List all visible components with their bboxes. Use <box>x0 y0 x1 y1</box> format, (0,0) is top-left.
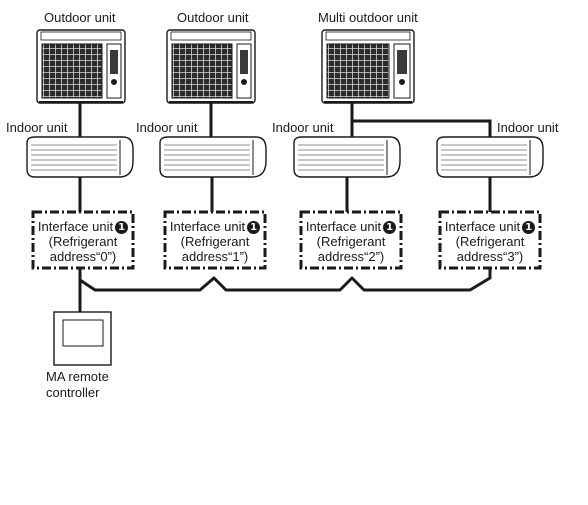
refrigerant-address: address“2”) <box>317 249 385 264</box>
outdoor-unit-2 <box>166 29 256 104</box>
indoor-unit-label-2: Indoor unit <box>136 120 198 135</box>
interface-unit-border-4 <box>438 210 542 270</box>
refrigerant-address: address“0”) <box>49 249 117 264</box>
indoor-unit-4 <box>436 136 544 178</box>
remote-controller-label-line2: controller <box>46 385 100 400</box>
interface-unit-title: Interface unit <box>37 219 114 234</box>
interface-unit-border-1 <box>31 210 135 270</box>
indoor-unit-label-3: Indoor unit <box>272 120 334 135</box>
interface-unit-title: Interface unit <box>444 219 521 234</box>
refrigerant-label: (Refrigerant <box>180 234 250 249</box>
indoor-unit-3 <box>293 136 401 178</box>
refrigerant-address: address“3”) <box>456 249 524 264</box>
number-1-icon: 1 <box>522 221 536 234</box>
indoor-unit-1 <box>26 136 134 178</box>
interface-unit-title: Interface unit <box>169 219 246 234</box>
indoor-unit-2 <box>159 136 267 178</box>
remote-controller-label: MA remote controller <box>46 369 109 401</box>
outdoor-unit-1 <box>36 29 126 104</box>
interface-unit-borders <box>31 210 542 270</box>
remote-controller-label-line1: MA remote <box>46 369 109 384</box>
multi-outdoor-unit <box>321 29 415 104</box>
number-1-icon: 1 <box>115 221 129 234</box>
refrigerant-address: address“1”) <box>181 249 249 264</box>
outdoor-unit-label-1: Outdoor unit <box>44 10 116 25</box>
refrigerant-label: (Refrigerant <box>316 234 386 249</box>
indoor-unit-label-4: Indoor unit <box>497 120 559 135</box>
interface-unit-border-3 <box>299 210 403 270</box>
refrigerant-label: (Refrigerant <box>48 234 118 249</box>
refrigerant-lines <box>78 100 492 212</box>
refrigerant-label: (Refrigerant <box>455 234 525 249</box>
indoor-unit-label-1: Indoor unit <box>6 120 68 135</box>
number-1-icon: 1 <box>247 221 261 234</box>
number-1-icon: 1 <box>383 221 397 234</box>
interface-unit-border-2 <box>163 210 267 270</box>
transmission-line <box>78 268 492 318</box>
outdoor-unit-label-2: Outdoor unit <box>177 10 249 25</box>
interface-unit-title: Interface unit <box>305 219 382 234</box>
ma-remote-controller <box>53 311 112 366</box>
multi-outdoor-unit-label: Multi outdoor unit <box>318 10 418 25</box>
